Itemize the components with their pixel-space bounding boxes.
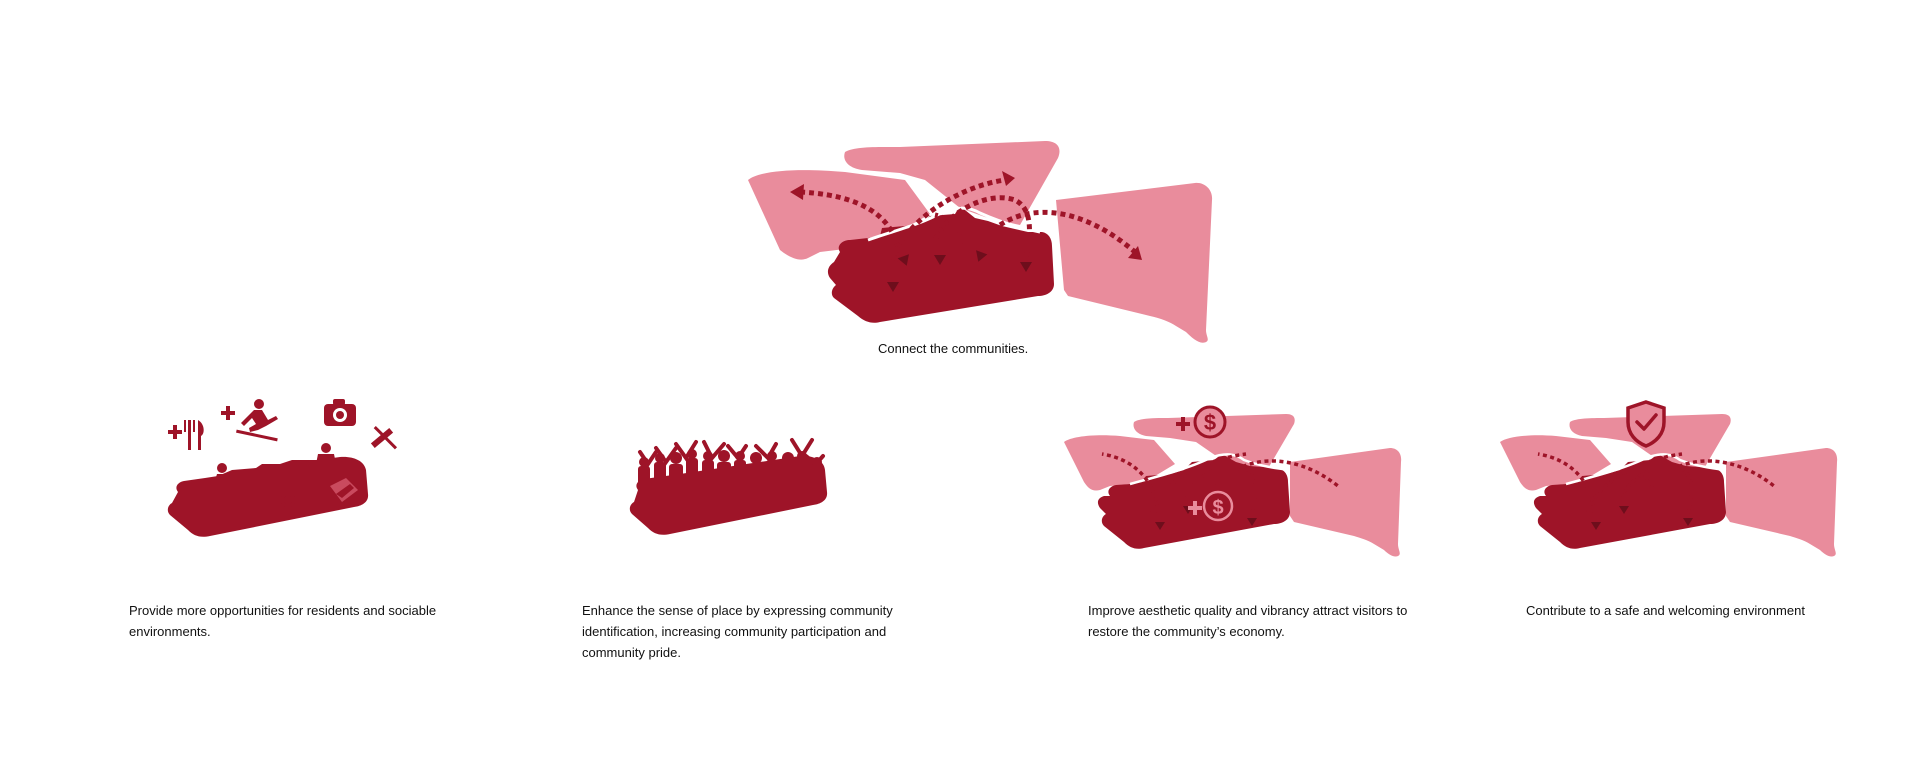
panel-sense-of-place: Enhance the sense of place by expressing…: [480, 360, 960, 768]
shield-check-icon: [1626, 400, 1666, 448]
no-smoking-icon: [370, 425, 398, 450]
plus-icon: [1176, 417, 1190, 431]
activity-icons: [168, 399, 398, 508]
safety-graphic: [1500, 400, 1838, 557]
economy-graphic: $ $: [1064, 405, 1402, 557]
wheelchair-icon: [280, 476, 305, 508]
pink-district-upper: [844, 141, 1060, 225]
svg-text:$: $: [1212, 497, 1223, 519]
main-caption: Connect the communities.: [878, 341, 1029, 356]
connect-communities-graphic: [748, 141, 1213, 343]
crowd-cheering-icon: [638, 438, 825, 502]
plus-icon: [262, 487, 276, 501]
panel-safety: Contribute to a safe and welcoming envir…: [1440, 360, 1920, 768]
pink-district-upper: [1133, 414, 1295, 472]
camera-icon: [324, 399, 356, 426]
caption-safety: Contribute to a safe and welcoming envir…: [1526, 603, 1805, 618]
pink-district-right: [1056, 182, 1213, 343]
caption-economy: Improve aesthetic quality and vibrancy a…: [1088, 603, 1408, 639]
opportunities-graphic: [167, 399, 398, 537]
caption-opportunities: Provide more opportunities for residents…: [129, 603, 437, 639]
main-diagram: Connect the communities.: [0, 0, 1920, 360]
caption-sense-of-place: Enhance the sense of place by expressing…: [582, 603, 893, 660]
small-triangles: [1591, 506, 1693, 530]
sitting-person-icon: [208, 463, 236, 500]
svg-text:$: $: [1204, 410, 1216, 435]
arrow-heads: [790, 171, 1142, 260]
plus-icon: [221, 406, 235, 420]
dotted-arrow-icon: [1537, 452, 1776, 517]
pink-district-right: [1726, 448, 1838, 557]
panel-economy: $ $ Improve aesthetic quality and vibran…: [960, 360, 1440, 768]
dotted-arrow-icon: [799, 177, 1137, 267]
skateboarder-icon: [236, 399, 278, 442]
dollar-coin-icon: $: [1202, 490, 1234, 522]
plus-icon: [168, 425, 182, 439]
handshake-icon: [330, 478, 358, 502]
fork-knife-icon: [184, 420, 204, 450]
white-gap: [867, 206, 1041, 242]
panel-opportunities: Provide more opportunities for residents…: [0, 360, 480, 768]
dollar-coin-icon: $: [1193, 405, 1227, 439]
pink-district-right: [1290, 448, 1402, 557]
meditating-person-icon: [310, 443, 342, 468]
sense-of-place-graphic: [629, 438, 828, 535]
small-triangles: [887, 250, 1032, 292]
plus-icon: [1188, 501, 1202, 515]
